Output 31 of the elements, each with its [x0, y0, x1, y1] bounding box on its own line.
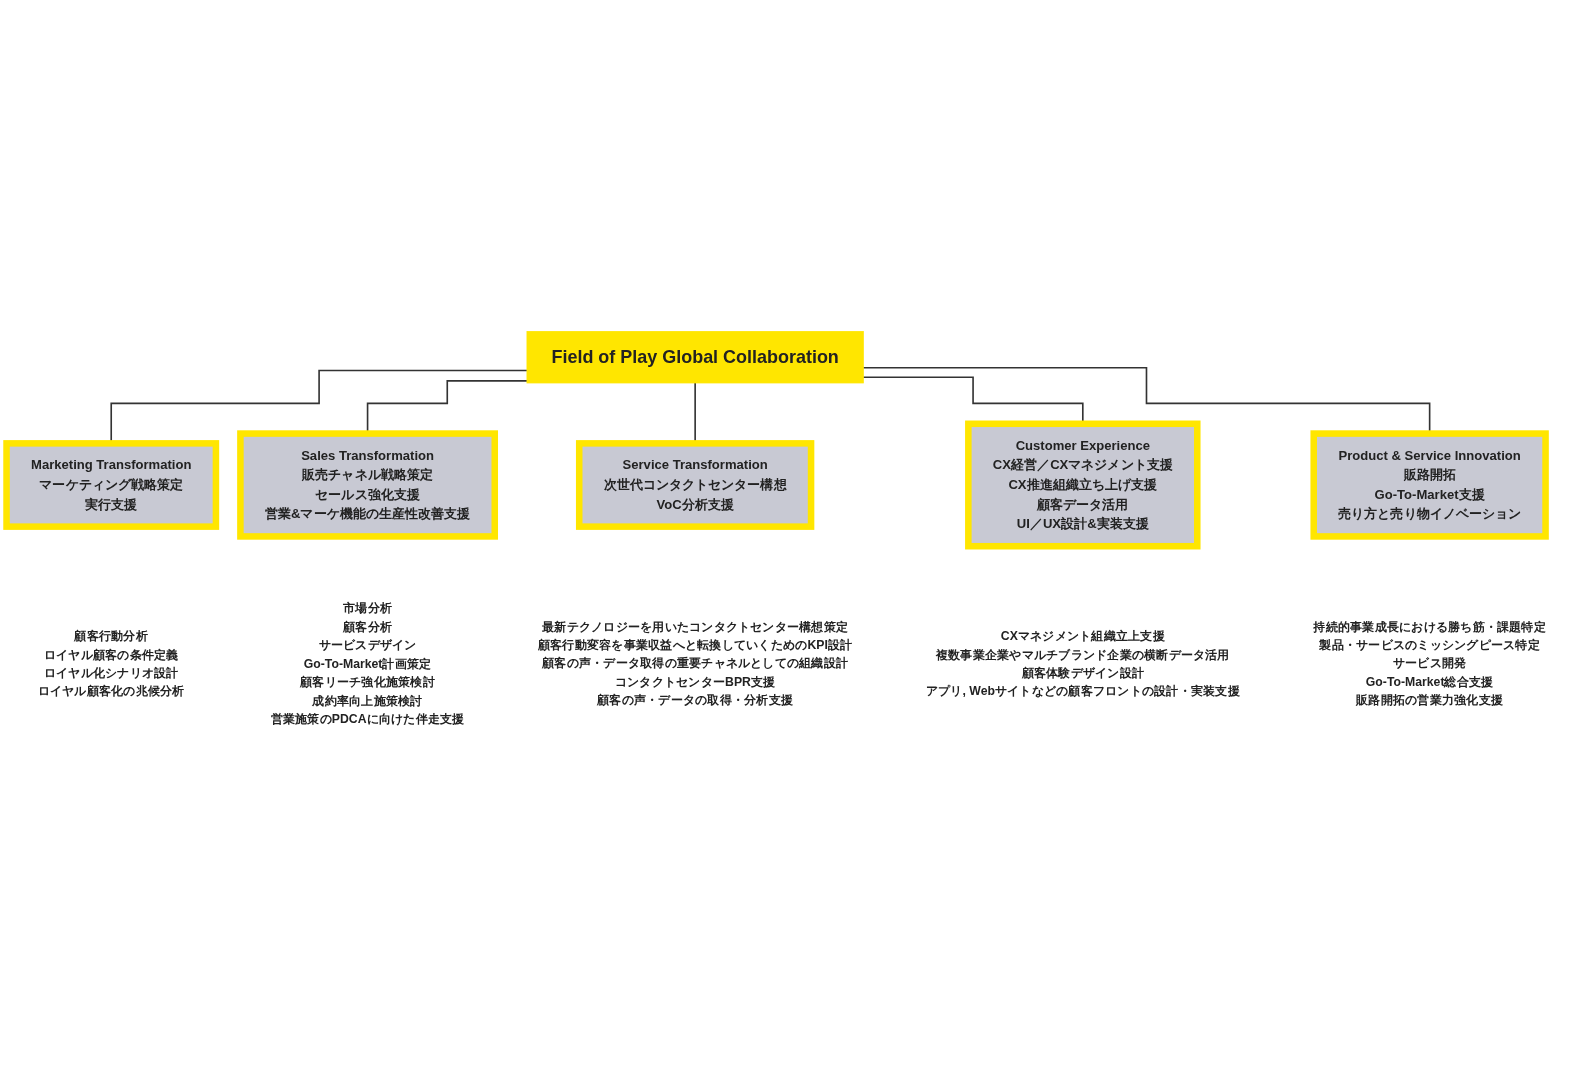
node-label: サービス開発 [1392, 655, 1467, 670]
node-box: Sales Transformation 販売チャネル戦略策定 セールス強化支援 営業&マーケ機能の生産性改善支援 [237, 430, 498, 540]
node-label: 顧客体験デザイン設計 [1021, 664, 1145, 679]
node-label: 顧客リーチ強化施策検討 [300, 674, 435, 688]
node-label: CXマネジメント組織立上支援 [1000, 628, 1165, 643]
node-label: 顧客行動変容を事業収益へと転換していくためのKPI設計 [537, 637, 853, 652]
node-label: 顧客行動分析 [74, 628, 148, 643]
node-label: 顧客の声・データの取得・分析支援 [597, 692, 794, 707]
node-label: Go-To-Market総合支援 [1365, 674, 1494, 688]
node-label: ロイヤル化シナリオ設計 [43, 664, 179, 679]
node-label: 持続的事業成長における勝ち筋・課題特定 [1313, 618, 1546, 633]
node-label: サービスデザイン [318, 637, 417, 652]
node-box: Customer Experience CX経営／CXマネジメント支援 CX推進組織立ち上げ支援 顧客データ活用 UI／UX設計&実装支援 [965, 420, 1201, 550]
node-label: 顧客の声・データ取得の重要チャネルとしての組織設計 [542, 655, 849, 670]
node-label: コンタクトセンターBPR支援 [614, 674, 776, 688]
node-label: 最新テクノロジーを用いたコンタクトセンター構想策定 [542, 618, 849, 633]
node-label: Go-To-Market計画策定 [303, 655, 432, 670]
node-label: 顧客分析 [343, 618, 393, 633]
node-label: 営業施策のPDCAに向けた伴走支援 [270, 710, 465, 725]
node-label: 複数事業企業やマルチブランド企業の横断データ活用 [935, 646, 1230, 661]
node-box: Service Transformation 次世代コンタクトセンター構想 VoC分析支援 [575, 439, 815, 530]
node-label: ロイヤル顧客の条件定義 [43, 646, 179, 661]
node-box: Product & Service Innovation 販路開拓 Go-To-Market支援 売り方と売り物イノベーション [1310, 430, 1549, 540]
node-box: Field of Play Global Collaboration [526, 330, 864, 384]
node-box: Marketing Transformation マーケティング戦略策定 実行支援 [3, 439, 220, 530]
node-label: ロイヤル顧客化の兆候分析 [37, 683, 185, 698]
node-label: 販路開拓の営業力強化支援 [1356, 692, 1504, 707]
node-label: 製品・サービスのミッシングピース特定 [1319, 637, 1540, 652]
node-label: 市場分析 [343, 600, 393, 615]
node-label: 成約率向上施策検討 [312, 692, 423, 707]
node-label: アプリ, Webサイトなどの顧客フロントの設計・実装支援 [925, 683, 1240, 698]
